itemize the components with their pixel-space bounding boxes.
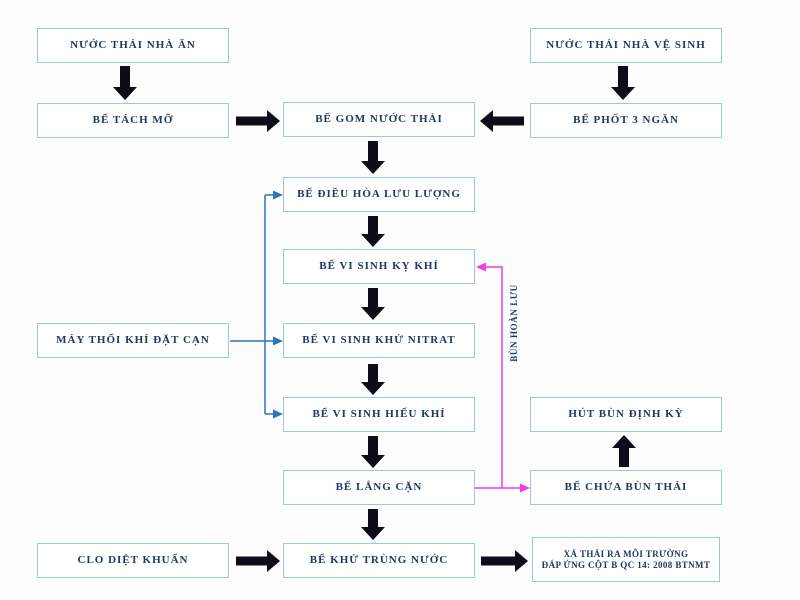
sludge-arrowhead-sludgetank	[520, 483, 530, 493]
node-denitrification-tank: BỂ VI SINH KHỬ NITRAT	[283, 323, 475, 358]
node-chlorine: CLO DIỆT KHUẨN	[37, 543, 229, 578]
arrow-collection-to-equalization	[361, 141, 385, 174]
node-aerobic-tank: BỂ VI SINH HIẾU KHÍ	[283, 397, 475, 432]
node-equalization-tank: BỂ ĐIỀU HÒA LƯU LƯỢNG	[283, 177, 475, 212]
arrow-grease-to-collection	[236, 110, 280, 132]
air-arrowhead-equalization	[273, 190, 283, 200]
arrow-disinfection-to-outfall	[481, 550, 528, 572]
air-arrowhead-aerobic	[273, 409, 283, 419]
node-collection-tank: BỂ GOM NƯỚC THẢI	[283, 102, 475, 137]
sludge-line-recirculation	[474, 266, 503, 489]
node-sludge-tank: BỂ CHỨA BÙN THẢI	[530, 470, 722, 505]
node-kitchen-wastewater: NƯỚC THẢI NHÀ ĂN	[37, 28, 229, 63]
air-supply-connectors	[230, 194, 276, 415]
sludge-arrowhead-anaerobic	[476, 262, 486, 272]
arrow-sedimentation-to-disinfection	[361, 509, 385, 540]
node-air-blower: MÁY THỔI KHÍ ĐẶT CẠN	[37, 323, 229, 358]
arrow-chlorine-to-disinfection	[236, 550, 280, 572]
outfall-line1: XẢ THẢI RA MÔI TRƯỜNG	[563, 548, 689, 559]
outfall-line2: ĐÁP ỨNG CỘT B QC 14: 2008 BTNMT	[541, 559, 711, 570]
sludge-recirculation-connectors	[474, 266, 521, 489]
node-sedimentation-tank: BỂ LẮNG CẶN	[283, 470, 475, 505]
arrow-toilet-to-septic	[611, 66, 635, 100]
node-sludge-suction: HÚT BÙN ĐỊNH KỲ	[530, 397, 722, 432]
node-septic-tank: BỂ PHỐT 3 NGĂN	[530, 103, 722, 138]
air-supply-arrowheads	[273, 190, 283, 419]
sludge-recirculation-label: BÙN HOÀN LƯU	[509, 284, 519, 362]
node-disinfection-tank: BỂ KHỬ TRÙNG NƯỚC	[283, 543, 475, 578]
node-anaerobic-tank: BỂ VI SINH KỴ KHÍ	[283, 249, 475, 284]
arrow-anaerobic-to-denitrification	[361, 288, 385, 320]
arrow-septic-to-collection	[480, 110, 524, 132]
flow-arrows	[113, 66, 636, 572]
air-arrowhead-denitrification	[273, 336, 283, 346]
arrow-sludgetank-to-suction	[612, 435, 636, 467]
arrow-aerobic-to-sedimentation	[361, 436, 385, 468]
arrow-equalization-to-anaerobic	[361, 216, 385, 247]
arrow-denitrification-to-aerobic	[361, 364, 385, 395]
arrow-kitchen-to-grease	[113, 66, 137, 100]
node-grease-tank: BỂ TÁCH MỠ	[37, 103, 229, 138]
node-toilet-wastewater: NƯỚC THẢI NHÀ VỆ SINH	[530, 28, 722, 63]
sludge-arrowheads	[476, 262, 530, 493]
node-outfall: XẢ THẢI RA MÔI TRƯỜNG ĐÁP ỨNG CỘT B QC 1…	[532, 537, 720, 582]
